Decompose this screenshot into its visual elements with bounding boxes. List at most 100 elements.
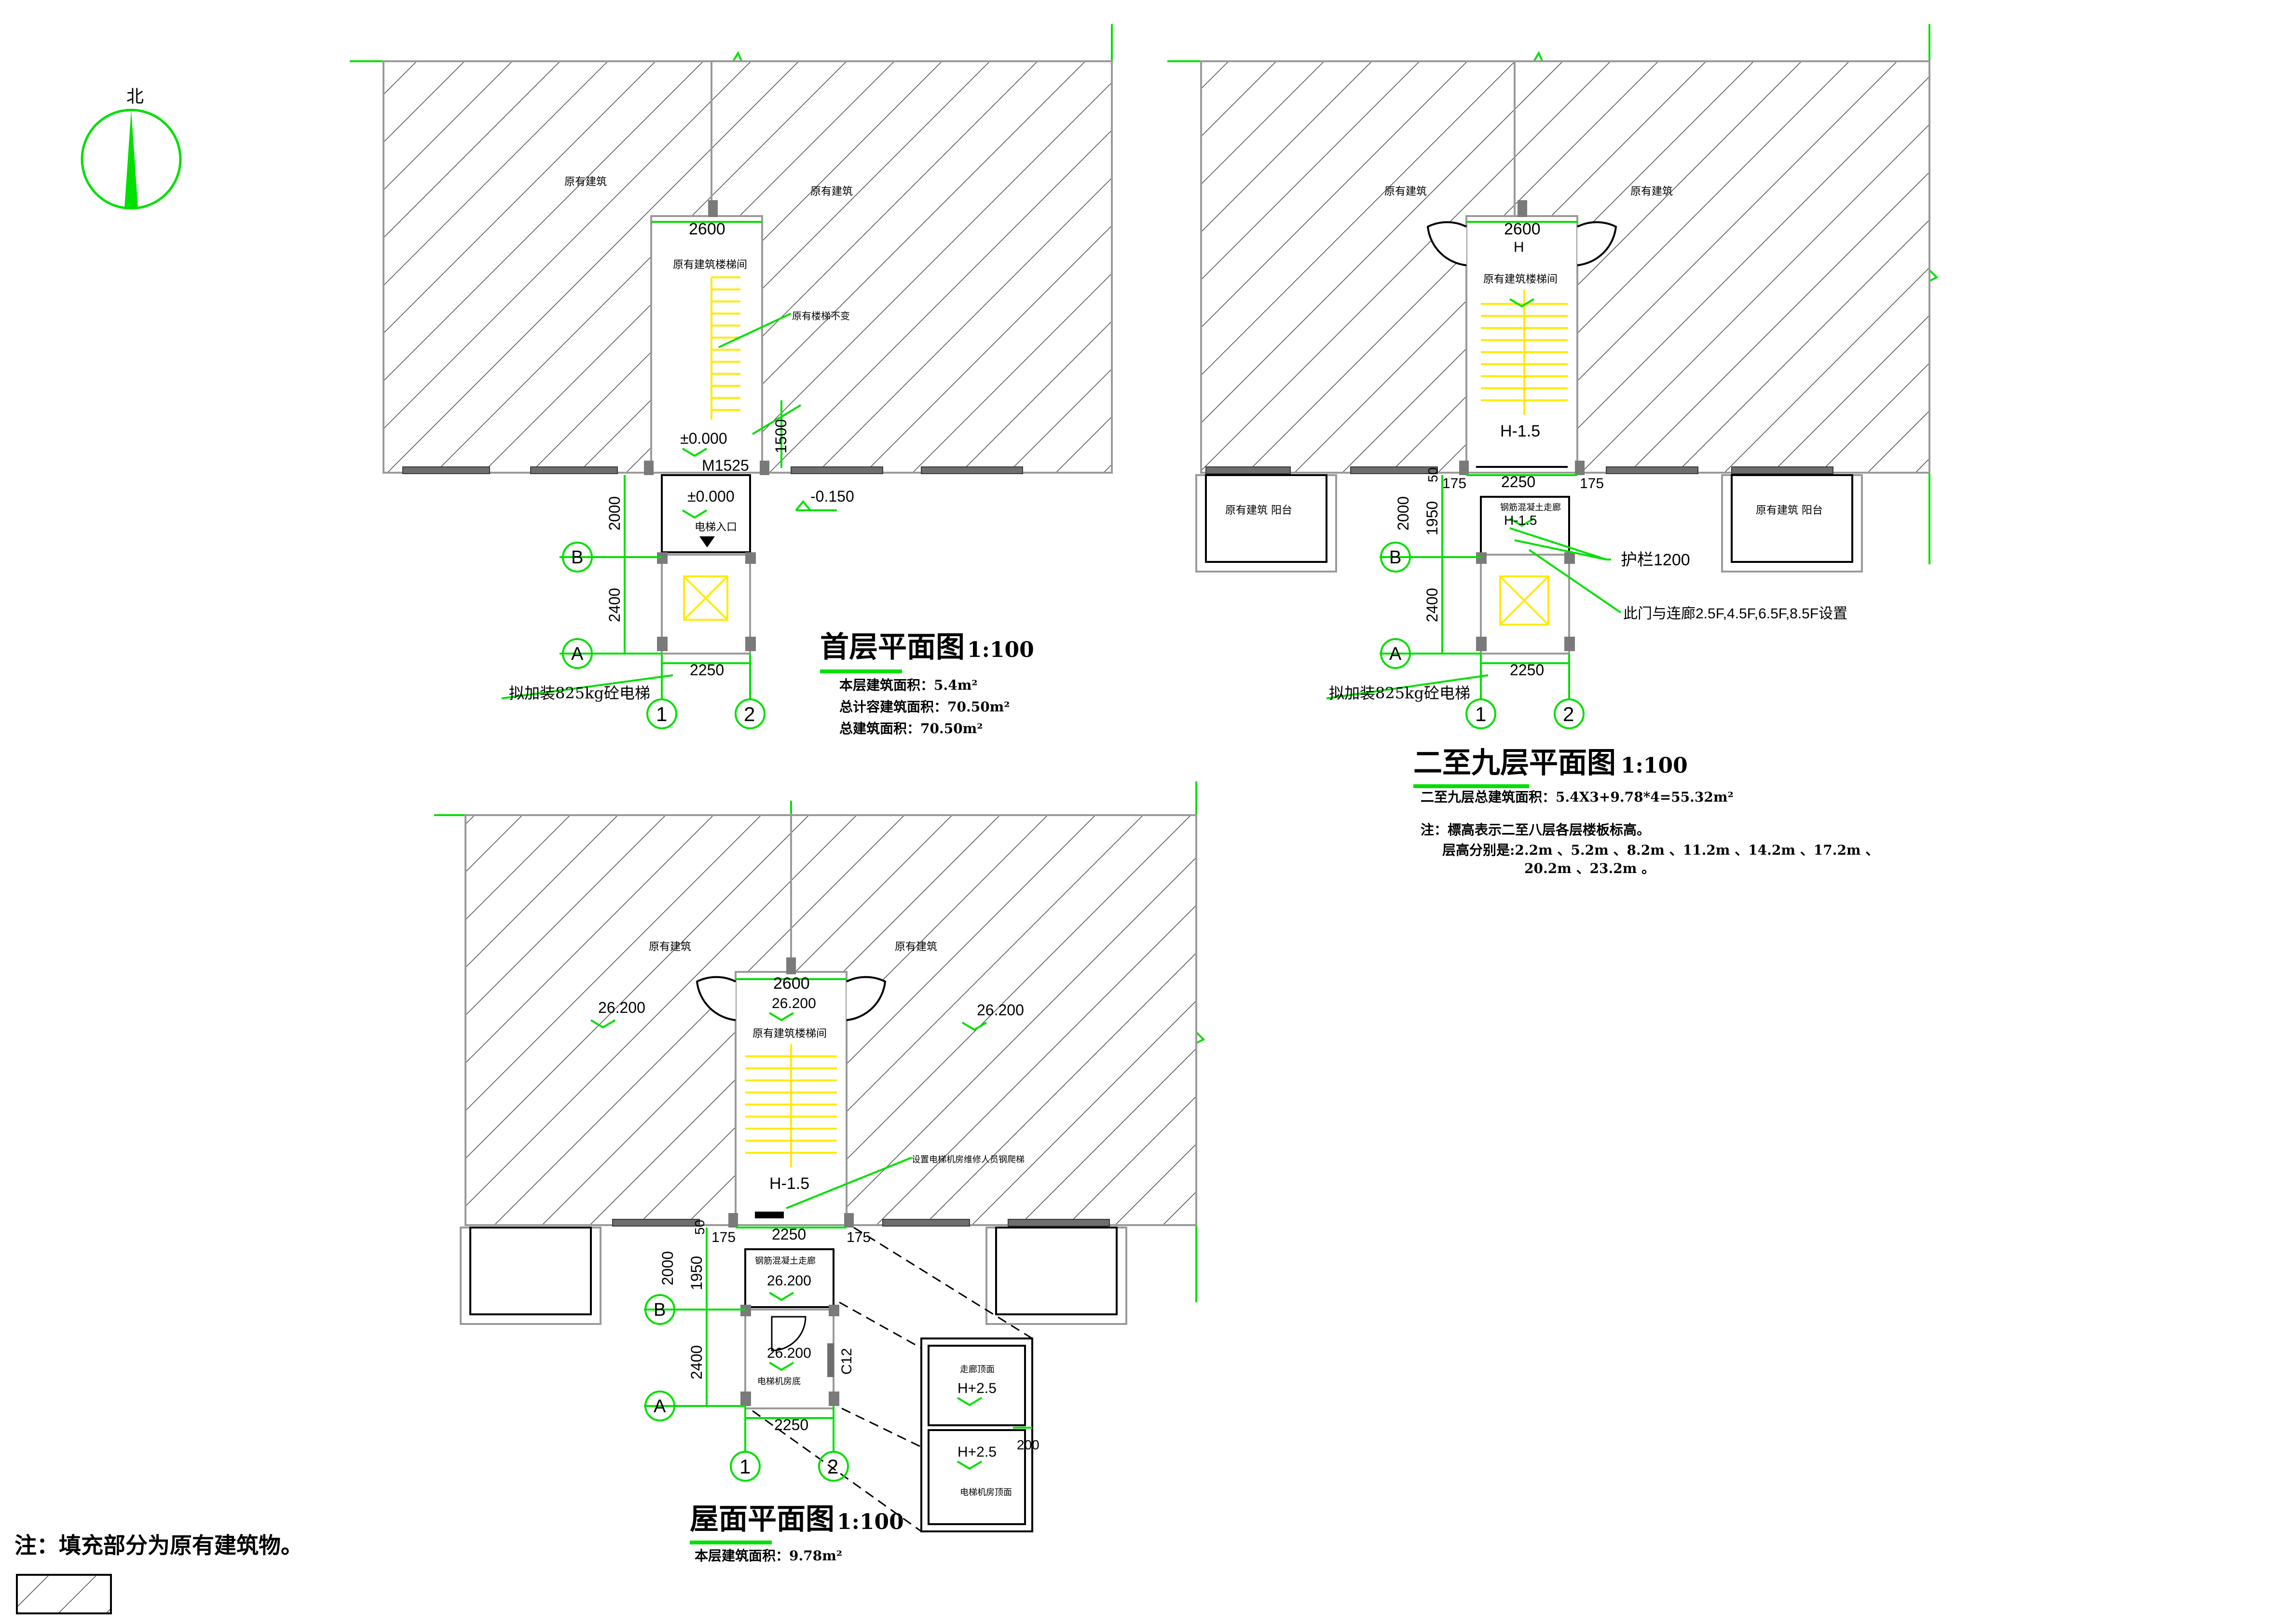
label-balcony-west: 原有建筑 阳台: [1225, 505, 1292, 517]
ladder-icon: [755, 1212, 784, 1218]
legend: 注：填充部分为原有建筑物。: [14, 1532, 303, 1614]
elevator-car-icon: [1499, 575, 1549, 626]
label-existing-building-west: 原有建筑: [564, 176, 607, 188]
label-door-note: 此门与连廊2.5F,4.5F,6.5F,8.5F设置: [1623, 606, 1847, 622]
existing-building-east: [790, 814, 1197, 1226]
dim-2250-top: 2250: [1501, 473, 1535, 491]
north-label: 北: [126, 87, 144, 107]
dim-1950: 1950: [1423, 501, 1441, 535]
window-c12: [827, 1343, 834, 1377]
level-exterior: -0.150: [810, 488, 854, 505]
dim-2000: 2000: [1395, 496, 1412, 531]
level-stair-top: 26.200: [772, 996, 816, 1011]
dim-2250-top: 2250: [772, 1226, 806, 1243]
axis-1: 1: [656, 703, 667, 725]
plan2-note1: 注：標高表示二至八层各层楼板标高。: [1421, 822, 1650, 838]
axis-2: 2: [744, 703, 755, 725]
axis-B: B: [1389, 547, 1401, 568]
level-stair-000: ±0.000: [680, 430, 727, 447]
elevator-shaft: [661, 554, 751, 655]
dim-stair-width: 2600: [689, 220, 725, 238]
label-existing-building-east: 原有建筑: [895, 941, 937, 953]
stairwell: [650, 215, 763, 474]
axis-2: 2: [827, 1455, 838, 1478]
dim-1500: 1500: [772, 419, 790, 453]
stair-treads: [711, 276, 740, 420]
label-existing-building-east: 原有建筑: [810, 186, 853, 198]
door-tag: M1525: [702, 457, 749, 474]
dim-2400: 2400: [1423, 588, 1441, 622]
label-existing-building-east: 原有建筑: [1630, 186, 1673, 198]
label-railing: 护栏1200: [1621, 551, 1690, 569]
balcony-west: [460, 1227, 602, 1325]
dim-175-right: 175: [1580, 476, 1604, 491]
label-machine-room-roof: 电梯机房顶面: [960, 1488, 1012, 1498]
dim-stair-width: 2600: [773, 974, 810, 993]
dim-2000: 2000: [606, 496, 623, 531]
label-existing-building-west: 原有建筑: [1384, 186, 1427, 198]
level-lobby-000: ±0.000: [687, 488, 735, 505]
label-stairwell: 原有建筑楼梯间: [1483, 273, 1558, 286]
label-stairwell: 原有建筑楼梯间: [673, 259, 747, 271]
window-tag: C12: [839, 1348, 855, 1375]
roof-detail-box: [920, 1337, 1033, 1532]
existing-building-east: [1514, 60, 1930, 474]
door-swing-icon: [771, 1316, 807, 1351]
entry-arrow-icon: [699, 536, 715, 547]
axis-1: 1: [739, 1455, 751, 1478]
stair-treads: [745, 1044, 837, 1167]
dim-2250: 2250: [1510, 661, 1544, 679]
elevator-lobby: [661, 474, 751, 553]
label-machine-room-floor: 电梯机房底: [757, 1377, 801, 1387]
label-corridor: 钢筋混凝土走廊: [755, 1256, 816, 1266]
dim-1950: 1950: [688, 1256, 705, 1290]
dim-175-right: 175: [847, 1229, 871, 1245]
elevator-car-icon: [683, 575, 728, 621]
legend-note: 注：填充部分为原有建筑物。: [14, 1532, 303, 1558]
axis-A: A: [1389, 644, 1402, 664]
plan2-title: 二至九层平面图: [1413, 746, 1616, 780]
axis-B: B: [571, 547, 583, 568]
existing-building-east: [711, 60, 1113, 474]
plan-floors-2-9: 原有建筑 原有建筑 2600 H 原有建筑楼梯间 H-1.5 2250 175 …: [1167, 24, 1939, 876]
plan2-note3: 20.2m 、23.2m 。: [1524, 860, 1655, 876]
level-machine-room: 26.200: [767, 1345, 811, 1361]
label-stairwell: 原有建筑楼梯间: [752, 1028, 827, 1040]
axis-B: B: [654, 1300, 666, 1320]
corridor: [744, 1248, 834, 1308]
axis-2: 2: [1563, 703, 1574, 725]
level-h: H: [1514, 239, 1524, 255]
level-roof-west: 26.200: [598, 999, 645, 1016]
label-elevator: 拟加装825kg砼电梯: [1329, 684, 1470, 702]
dim-2400: 2400: [606, 588, 623, 622]
label-maintenance-ladder: 设置电梯机房维修人员钢爬梯: [912, 1155, 1025, 1165]
legend-hatch-swatch: [16, 1574, 112, 1614]
dim-200: 200: [1017, 1437, 1039, 1452]
dim-175-left: 175: [711, 1229, 736, 1245]
plan-ground-floor: 原有建筑 原有建筑 2600 原有建筑楼梯间 原有楼梯不变 ±0.000 M15…: [350, 24, 1113, 737]
label-elevator: 拟加装825kg砼电梯: [509, 684, 650, 702]
plan1-scale: 1:100: [967, 638, 1034, 662]
label-balcony-east: 原有建筑 阳台: [1756, 505, 1823, 517]
dim-2250: 2250: [774, 1416, 808, 1433]
plan1-title: 首层平面图: [820, 630, 965, 664]
level-corridor-roof: H+2.5: [957, 1380, 997, 1396]
dim-2000: 2000: [659, 1251, 676, 1285]
existing-building-west: [1200, 60, 1516, 474]
label-corridor-roof: 走廊顶面: [960, 1365, 995, 1375]
plan-roof: 原有建筑 原有建筑 26.200 26.200 2600 26.200 原有建筑…: [434, 781, 1205, 1564]
label-stair-unchanged: 原有楼梯不变: [792, 310, 850, 322]
level-landing: H-1.5: [769, 1174, 809, 1193]
axis-1: 1: [1475, 703, 1486, 725]
level-corridor: H-1.5: [1504, 513, 1537, 528]
plan2-note2: 层高分别是:2.2m 、5.2m 、8.2m 、11.2m 、14.2m 、17…: [1442, 842, 1879, 858]
plan3-title: 屋面平面图: [690, 1502, 834, 1536]
elevator-shaft: [1480, 554, 1570, 655]
label-elevator-entry: 电梯入口: [695, 521, 737, 533]
balcony-west: [1195, 474, 1337, 573]
dim-50: 50: [1425, 467, 1440, 482]
plan1-area-floor: 本层建筑面积：5.4m²: [839, 677, 978, 693]
plan1-area-total: 总建筑面积：70.50m²: [839, 721, 983, 737]
north-arrow-icon: 北: [81, 87, 182, 210]
